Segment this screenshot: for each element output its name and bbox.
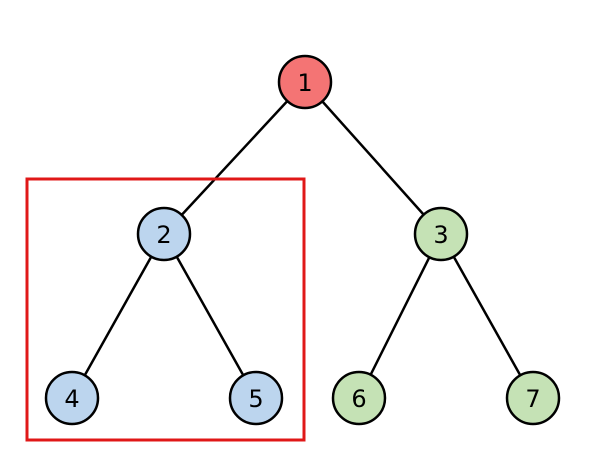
tree-nodes: 1 2 3 4 5 6 7 [44,54,561,426]
node-circle-2 [136,206,192,262]
tree-node-2: 2 [136,206,192,262]
edge-1-3 [303,80,443,236]
node-label-3: 3 [433,221,448,249]
edge-3-6 [357,232,443,400]
edge-3-7 [439,232,535,400]
tree-node-6: 6 [331,370,387,426]
node-label-2: 2 [156,221,171,249]
node-circle-4 [44,370,100,426]
node-circle-1 [277,54,333,110]
edge-1-2 [162,80,307,236]
tree-node-1: 1 [277,54,333,110]
node-label-1: 1 [297,69,312,97]
node-circle-3 [413,206,469,262]
subtree-highlight-box [25,177,306,442]
tree-edges [70,80,535,400]
node-circle-5 [228,370,284,426]
tree-node-7: 7 [505,370,561,426]
node-circle-6 [331,370,387,426]
tree-node-4: 4 [44,370,100,426]
node-label-4: 4 [64,385,79,413]
tree-node-5: 5 [228,370,284,426]
node-label-6: 6 [351,385,366,413]
edge-2-5 [162,232,258,400]
edge-2-4 [70,232,166,400]
node-label-7: 7 [525,385,540,413]
node-circle-7 [505,370,561,426]
tree-node-3: 3 [413,206,469,262]
node-label-5: 5 [248,385,263,413]
